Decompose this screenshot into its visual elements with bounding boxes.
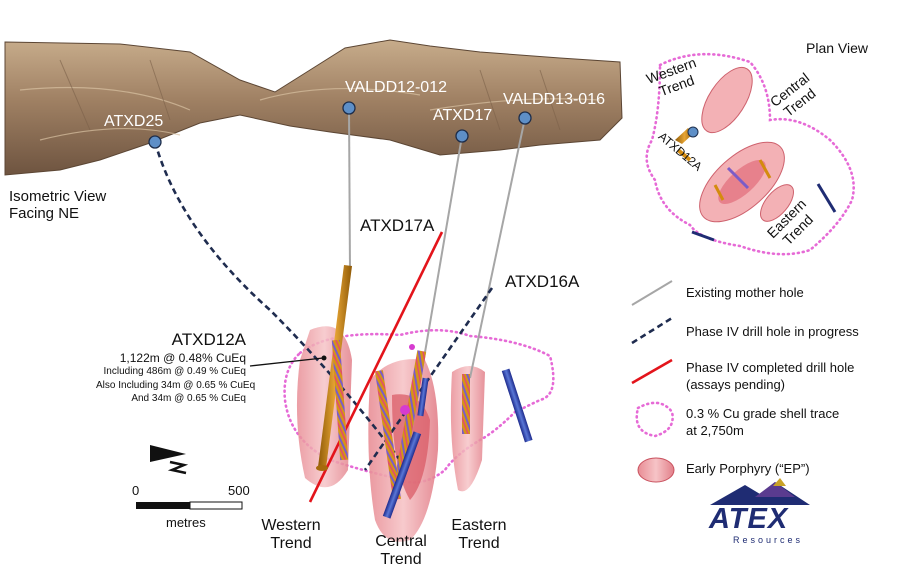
hole-label-atxd16a: ATXD16A <box>505 272 580 291</box>
callout-line: 1,122m @ 0.48% CuEq <box>119 350 246 365</box>
callout-line: Also Including 34m @ 0.65 % CuEq <box>96 379 256 391</box>
callout-line: Including 486m @ 0.49 % CuEq <box>103 366 246 378</box>
legend-phase-iv-completed: Phase IV completed drill hole(assays pen… <box>686 360 855 392</box>
scale-bar <box>136 501 243 510</box>
surface-label-valdd12-012: VALDD12-012 <box>345 79 447 96</box>
drill-core-intervals <box>316 265 533 519</box>
plan-view <box>645 52 855 256</box>
callout-leader <box>249 357 324 367</box>
surface-collars <box>148 101 532 149</box>
north-arrow-icon <box>150 445 189 475</box>
legend-phase-iv-in-progress: Phase IV drill hole in progress <box>686 324 859 339</box>
terrain-surface <box>4 39 623 176</box>
surface-label-valdd13-016: VALDD13-016 <box>503 91 605 108</box>
atxd17a-completed-hole <box>308 231 444 503</box>
surface-label-atxd25: ATXD25 <box>104 113 164 130</box>
atex-logo-subtitle: Resources <box>733 535 804 545</box>
legend-early-porphyry: Early Porphyry (“EP”) <box>686 461 810 476</box>
isometric-view-title: Isometric View Facing NE <box>9 188 107 223</box>
atxd12a-callout: ATXD12A 1,122m @ 0.48% CuEq Including 48… <box>96 330 256 406</box>
scale-min: 0 <box>132 483 140 498</box>
hole-label-atxd17a: ATXD17A <box>360 216 435 235</box>
surface-label-atxd17: ATXD17 <box>433 107 493 124</box>
scale-unit: metres <box>166 515 206 530</box>
atex-logo-wordmark: ATEX <box>709 503 789 535</box>
plan-view-title: Plan View <box>806 40 869 56</box>
callout-line: And 34m @ 0.65 % CuEq <box>131 393 246 405</box>
atex-mountain-logo-icon <box>710 478 810 505</box>
scale-max: 500 <box>228 483 250 498</box>
callout-hole-name: ATXD12A <box>171 330 246 349</box>
legend-existing-mother-hole: Existing mother hole <box>686 285 804 300</box>
legend-symbols <box>631 280 675 483</box>
